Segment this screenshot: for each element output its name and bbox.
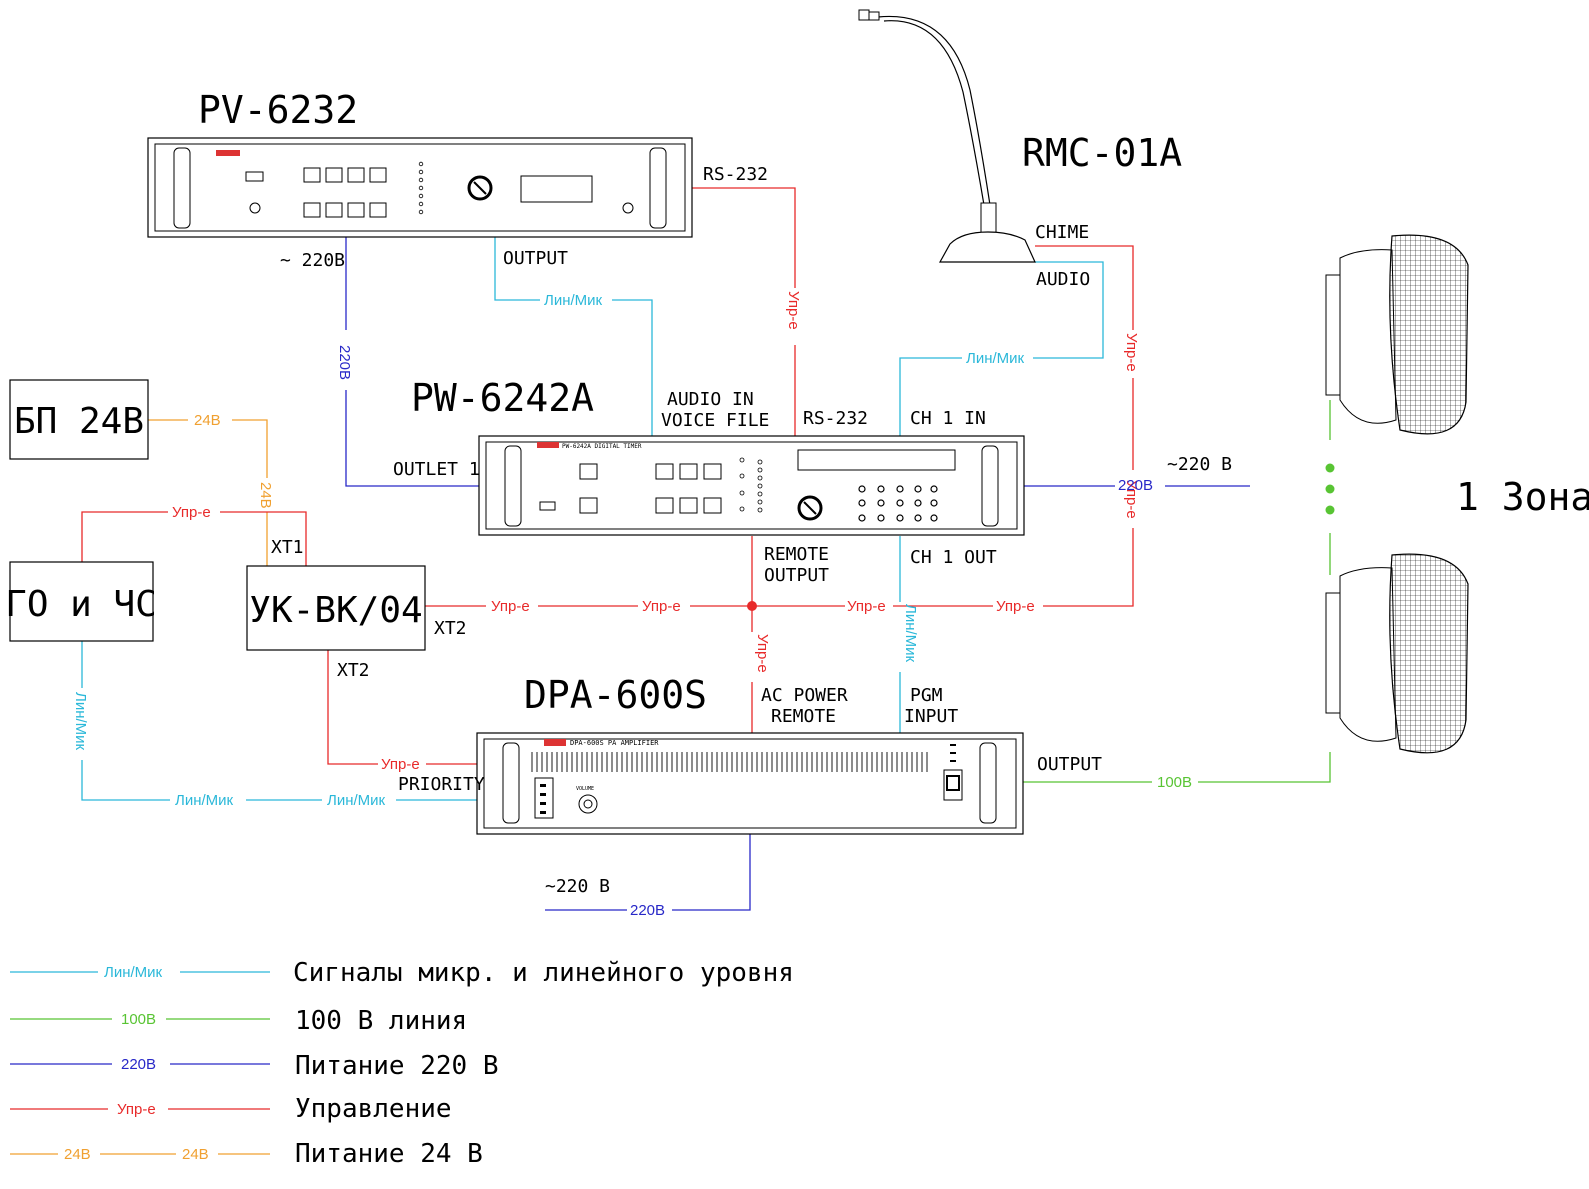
label-dpa-remote: REMOTE <box>771 706 836 727</box>
wire-rmc-audio: Лин/Мик <box>899 261 1104 436</box>
wire-go-audio: Лин/Мик Лин/Мик Лин/Мик <box>72 641 477 809</box>
uk-vk04-label: УК-ВК/04 <box>249 590 422 631</box>
label-pw-audio-in: AUDIO IN <box>667 389 754 410</box>
title-pw6242a: PW-6242A <box>411 376 594 420</box>
label-pw-remote: REMOTE <box>764 544 829 565</box>
label-uk-xt1: XT1 <box>271 537 304 558</box>
legend-text: Сигналы микр. и линейного уровня <box>293 958 794 988</box>
wire-pgm: Лин/Мик <box>899 536 919 733</box>
bp24-label: БП 24В <box>14 401 144 442</box>
legend-swatch-label: 24В <box>64 1146 91 1163</box>
title-rmc01a: RMC-01A <box>1022 131 1182 175</box>
wire-label-100v: 100В <box>1157 774 1192 791</box>
label-rmc-audio: AUDIO <box>1036 269 1090 290</box>
legend-swatch-label: Упр-е <box>117 1101 156 1118</box>
label-rmc-chime: CHIME <box>1035 222 1089 243</box>
device-bp24: БП 24В <box>9 379 149 460</box>
legend-swatch-label: 100В <box>121 1011 156 1028</box>
speaker-top <box>1325 234 1469 435</box>
wire-go-control: Упр-е <box>81 504 307 566</box>
title-dpa600s: DPA-600S <box>524 673 707 717</box>
title-pv6232: PV-6232 <box>198 88 358 132</box>
wire-control-bus: Упр-е Упр-е Упр-е Упр-е <box>425 598 1035 615</box>
label-uk-xt2-bottom: XT2 <box>337 660 370 681</box>
label-pv-rs232: RS-232 <box>703 164 768 185</box>
label-pw-ch1-out: CH 1 OUT <box>910 547 997 568</box>
legend-row-24v: 24В 24В Питание 24 В <box>10 1139 483 1169</box>
legend-row-220v: 220В Питание 220 В <box>10 1051 499 1081</box>
label-dpa-pgm: PGM <box>910 685 943 706</box>
label-dpa-output: OUTPUT <box>1037 754 1102 775</box>
wire-label-upr: Упр-е <box>1123 333 1140 372</box>
wire-label-220v: 220В <box>1118 477 1153 494</box>
label-pw-voice-file: VOICE FILE <box>661 410 769 431</box>
dpa-volume-text: VOLUME <box>576 786 594 792</box>
wire-label-220v: 220В <box>630 902 665 919</box>
device-rmc01a <box>858 9 1036 263</box>
wire-100v: 100В <box>1023 400 1335 791</box>
label-dpa-ac-power: AC POWER <box>761 685 848 706</box>
device-dpa600s: DPA-600S PA AMPLIFIER VOLUME <box>476 732 1024 835</box>
label-pw-rs232: RS-232 <box>803 408 868 429</box>
label-pw-remote-output: OUTPUT <box>764 565 829 586</box>
title-zone: 1 Зона <box>1456 475 1589 519</box>
wire-uk-priority: Упр-е <box>327 650 477 773</box>
label-pw-outlet1: OUTLET 1 <box>393 459 480 480</box>
legend-text: Питание 220 В <box>295 1051 499 1081</box>
pw-model-text: PW-6242A DIGITAL TIMER <box>562 443 642 450</box>
speaker-bottom <box>1325 553 1469 754</box>
device-pv6232 <box>147 137 693 238</box>
wire-24v: 24В 24В <box>148 412 274 566</box>
wire-label-lin-mic: Лин/Мик <box>175 792 234 809</box>
wire-label-upr: Упр-е <box>847 598 886 615</box>
wire-rmc-chime: Упр-е Упр-е <box>1035 245 1140 607</box>
wire-label-lin-mic: Лин/Мик <box>966 350 1025 367</box>
wire-label-upr: Упр-е <box>491 598 530 615</box>
legend-text: 100 В линия <box>295 1006 467 1036</box>
dpa-model-text: DPA-600S PA AMPLIFIER <box>570 739 659 747</box>
label-pw-ch1-in: CH 1 IN <box>910 408 986 429</box>
wire-label-lin-mic: Лин/Мик <box>72 692 89 751</box>
legend-swatch-label: 220В <box>121 1056 156 1073</box>
wire-pv-output-audio: Лин/Мик <box>494 237 653 436</box>
device-go-chs: ГО и ЧС <box>5 561 157 642</box>
legend-row-lin-mic: Лин/Мик Сигналы микр. и линейного уровня <box>10 958 794 988</box>
go-chs-label: ГО и ЧС <box>5 584 157 625</box>
device-pw6242a: PW-6242A DIGITAL TIMER <box>478 435 1025 536</box>
label-pv-output: OUTPUT <box>503 248 568 269</box>
wire-dpa-power: 220В <box>545 834 751 919</box>
label-dpa-power: ~220 В <box>545 876 610 897</box>
wire-label-24v: 24В <box>257 482 274 509</box>
legend: Лин/Мик Сигналы микр. и линейного уровня… <box>10 958 794 1169</box>
wire-label-upr: Упр-е <box>642 598 681 615</box>
device-uk-vk04: УК-ВК/04 <box>246 565 426 651</box>
wire-label-upr: Упр-е <box>172 504 211 521</box>
wire-label-lin-mic: Лин/Мик <box>327 792 386 809</box>
legend-row-100v: 100В 100 В линия <box>10 1006 467 1036</box>
wire-label-upr: Упр-е <box>996 598 1035 615</box>
wire-label-upr: Упр-е <box>1123 480 1140 519</box>
wire-label-upr: Упр-е <box>754 634 771 673</box>
wire-label-upr: Упр-е <box>381 756 420 773</box>
label-pv-power: ~ 220В <box>280 250 345 271</box>
label-uk-xt2-right: XT2 <box>434 618 467 639</box>
wire-label-upr: Упр-е <box>785 291 802 330</box>
wire-label-24v: 24В <box>194 412 221 429</box>
wire-label-lin-mic: Лин/Мик <box>902 604 919 663</box>
legend-row-upr: Упр-е Управление <box>10 1094 452 1124</box>
legend-swatch-label-2: 24В <box>182 1146 209 1163</box>
legend-swatch-label: Лин/Мик <box>104 964 163 981</box>
wire-pw-power: 220В <box>1024 477 1250 494</box>
wire-rs232: Упр-е <box>692 187 802 436</box>
wire-remote: Упр-е <box>751 536 771 733</box>
label-dpa-priority: PRIORITY <box>398 774 485 795</box>
wire-label-lin-mic: Лин/Мик <box>544 292 603 309</box>
label-pw-power: ~220 В <box>1167 454 1232 475</box>
wire-label-220v: 220В <box>336 345 353 380</box>
legend-text: Питание 24 В <box>295 1139 483 1169</box>
legend-text: Управление <box>295 1094 452 1124</box>
label-dpa-input: INPUT <box>904 706 958 727</box>
wire-pv-power: 220В <box>336 237 479 487</box>
